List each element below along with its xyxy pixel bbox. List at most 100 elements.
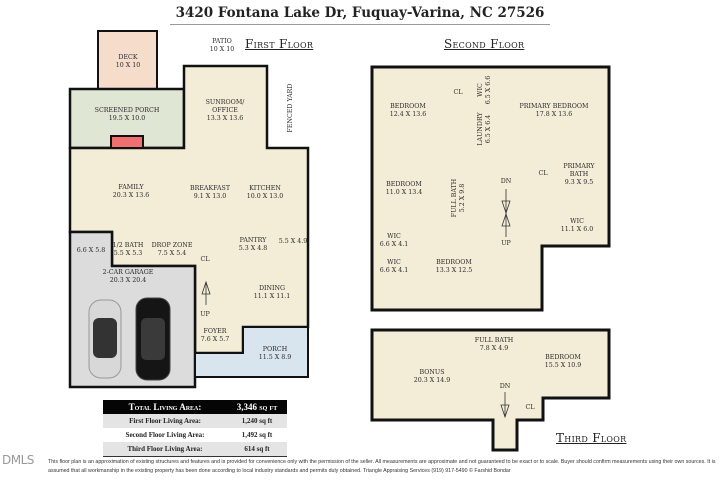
row-value: 1,492 sq ft [241,431,273,439]
room-size: 9.3 X 9.5 [564,179,594,186]
row-value: 614 sq ft [244,445,270,453]
room-name: FULL BATH [474,337,514,344]
room-name: WIC [387,233,401,240]
room-size: 5.3 X 4.8 [238,245,268,252]
third-stairs-dn-label: DN [499,383,511,390]
room-size: 6.5 X 6.6 [485,75,492,105]
property-address-title: 3420 Fontana Lake Dr, Fuquay-Varina, NC … [175,5,545,21]
room-size: 9.1 X 13.0 [193,193,227,200]
room-size: 10 X 10 [115,62,141,69]
room-name: WIC [477,83,484,97]
room-name: PORCH [262,346,288,353]
stairs-down-arrow-icon [500,392,510,419]
patio-name: PATIO [212,38,232,45]
room-size: 20.3 X 13.6 [112,192,150,199]
room-name: PRIMARY BEDROOM [519,103,589,110]
room-size: 6.6 X 4.1 [379,267,409,274]
row-label: Third Floor Living Area: [127,445,203,453]
room-name-2: BATH [569,171,589,178]
patio-size: 10 X 10 [209,46,235,53]
row-value: 3,346 sq ft [236,402,278,412]
room-size: 11.1 X 6.0 [560,226,594,233]
room-size: 10.0 X 13.0 [246,193,284,200]
room-name: BEDROOM [386,181,422,188]
stairs-up-label: UP [501,240,511,247]
row-value: 1,240 sq ft [241,417,273,425]
table-row: Second Floor Living Area: 1,492 sq ft [103,428,287,442]
room-size: 5.5 X 5.3 [113,250,143,257]
deck-shape [97,30,158,90]
room-size: 11.5 X 8.9 [258,354,292,361]
room-name: 2-CAR GARAGE [102,269,154,276]
pantry-side-label: 5.5 X 4.9 [278,238,308,245]
second-floor-interior [370,65,611,312]
room-name: WIC [570,218,584,225]
storage-label: 6.6 X 5.8 [77,247,106,255]
stairs-up-label: UP [200,311,210,318]
room-name: DROP ZONE [151,242,193,249]
dmls-logo: DMLS [2,453,34,467]
stairs-dn-up-arrows-icon [501,189,511,237]
room-size: 7.6 X 5.7 [200,336,230,343]
room-name: DINING [258,285,286,292]
room-name: BREAKFAST [189,185,231,192]
row-label: First Floor Living Area: [129,417,201,425]
room-size: 7.5 X 5.4 [157,250,187,257]
stairs-up-arrow-icon [201,280,211,305]
room-name: SUNROOM/ [205,99,245,106]
room-name: FOYER [203,328,227,335]
room-name: BEDROOM [436,259,472,266]
room-name: BEDROOM [545,354,581,361]
closet-label: CL [200,256,210,263]
car-black-icon [135,297,171,381]
room-size: 19.5 X 10.0 [108,115,146,122]
table-row-total: Total Living Area:3,346 sq ft [103,400,287,414]
living-area-table: Total Living Area:3,346 sq ft First Floo… [103,400,287,457]
room-name: FAMILY [118,184,144,191]
title-divider [170,24,550,25]
room-name: PANTRY [239,237,267,244]
room-size: 5.2 X 9.8 [459,183,466,213]
room-size: 13.3 X 13.6 [206,115,244,122]
room-size: 6.6 X 5.8 [76,247,106,254]
first-floor-heading: First Floor [245,37,314,51]
room-name: KITCHEN [249,185,281,192]
row-label: Second Floor Living Area: [125,431,205,439]
room-name: WIC [387,259,401,266]
room-size: 15.5 X 10.9 [544,362,582,369]
room-name: PRIMARY [563,163,595,170]
room-name: DECK [118,54,138,61]
porch-shape [194,326,309,378]
room-size: 20.3 X 14.9 [413,377,451,384]
room-name: SCREENED PORCH [94,107,160,114]
closet-1-label: CL [453,89,463,96]
room-name: LAUNDRY [477,112,484,146]
closet-2-label: CL [538,170,548,177]
room-size: 12.4 X 13.6 [389,111,427,118]
fenced-yard-label: FENCED YARD [287,83,294,133]
room-size: 20.3 X 20.4 [109,277,147,284]
room-size: 11.0 X 13.4 [385,189,423,196]
